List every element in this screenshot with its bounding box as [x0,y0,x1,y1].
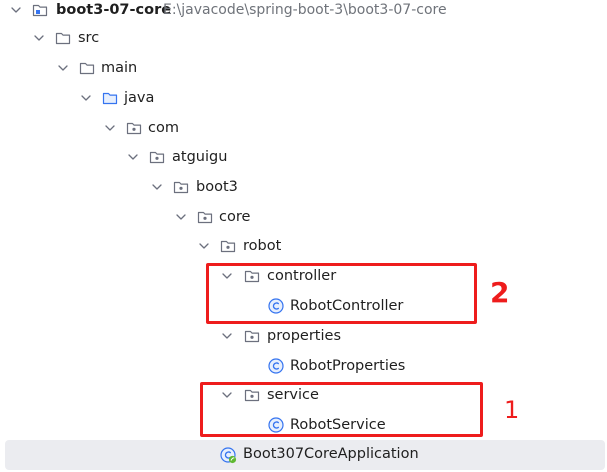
annotation-number-2: 2 [490,276,510,309]
tree-row-label: RobotService [290,417,386,433]
tree-row-label: Boot307CoreApplication [243,446,419,462]
folder-icon [54,29,72,47]
tree-row-boot3[interactable]: boot3 [0,173,607,203]
tree-row-label: core [219,209,251,225]
package-icon [196,208,214,226]
chevron-down-icon[interactable] [219,328,235,344]
tree-row-service[interactable]: service [0,381,607,411]
tree-row-project[interactable]: boot3-07-core E:\javacode\spring-boot-3\… [0,0,607,26]
package-icon [148,148,166,166]
tree-row-label: RobotProperties [290,358,406,374]
tree-row-label: controller [267,268,337,284]
package-icon [243,327,261,345]
chevron-down-icon[interactable] [31,30,47,46]
tree-row-label: main [101,60,138,76]
package-icon [219,237,237,255]
chevron-down-icon[interactable] [173,209,189,225]
tree-row-robot[interactable]: robot [0,232,607,262]
source-folder-icon [101,89,119,107]
folder-icon [78,59,96,77]
package-icon [172,178,190,196]
tree-row-src[interactable]: src [0,24,607,54]
package-icon [125,119,143,137]
tree-row-label: robot [243,238,282,254]
tree-row-label: java [124,90,155,106]
tree-row-com[interactable]: com [0,114,607,144]
chevron-down-icon[interactable] [78,90,94,106]
tree-row-main[interactable]: main [0,54,607,84]
tree-row-core[interactable]: core [0,203,607,233]
tree-row-label: RobotController [290,298,404,314]
annotation-box-service [200,382,483,437]
tree-row-application[interactable]: Boot307CoreApplication [5,440,605,470]
tree-row-label: properties [267,328,341,344]
chevron-down-icon[interactable] [55,60,71,76]
chevron-down-icon[interactable] [196,238,212,254]
tree-row-label: service [267,387,319,403]
chevron-down-icon[interactable] [8,2,24,18]
class-icon [267,357,285,375]
annotation-number-1: 1 [504,396,520,424]
tree-row-label: com [148,120,179,136]
project-path: E:\javacode\spring-boot-3\boot3-07-core [163,2,447,18]
project-name: boot3-07-core [56,2,172,18]
annotation-box-controller [206,263,477,324]
tree-row-robot-controller[interactable]: RobotController [0,292,607,322]
chevron-down-icon[interactable] [102,120,118,136]
tree-row-robot-properties[interactable]: RobotProperties [0,352,607,382]
tree-row-robot-service[interactable]: RobotService [0,411,607,441]
chevron-down-icon[interactable] [149,179,165,195]
spring-boot-class-icon [219,446,237,464]
tree-row-label: atguigu [172,149,228,165]
chevron-down-icon[interactable] [125,149,141,165]
tree-row-controller[interactable]: controller [0,262,607,292]
tree-row-label: src [78,30,100,46]
tree-row-atguigu[interactable]: atguigu [0,143,607,173]
tree-row-properties[interactable]: properties [0,322,607,352]
tree-row-java[interactable]: java [0,84,607,114]
tree-row-label: boot3 [196,179,238,195]
module-folder-icon [31,1,49,19]
